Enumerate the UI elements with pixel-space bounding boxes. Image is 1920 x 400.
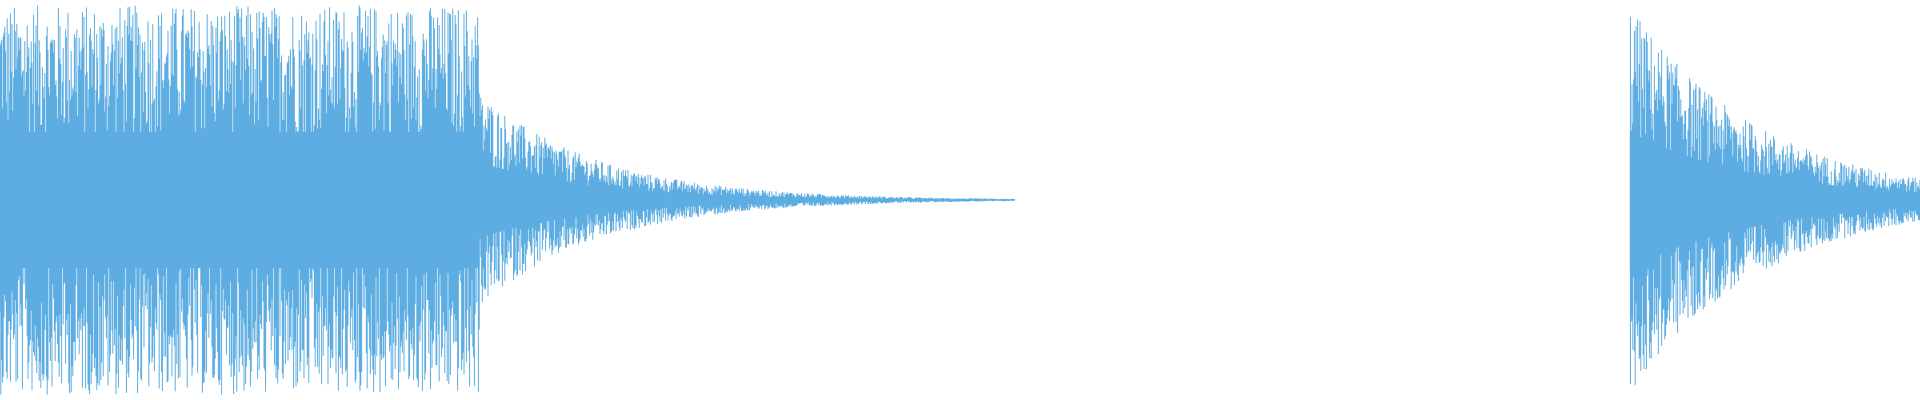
waveform-core [0, 131, 1920, 269]
